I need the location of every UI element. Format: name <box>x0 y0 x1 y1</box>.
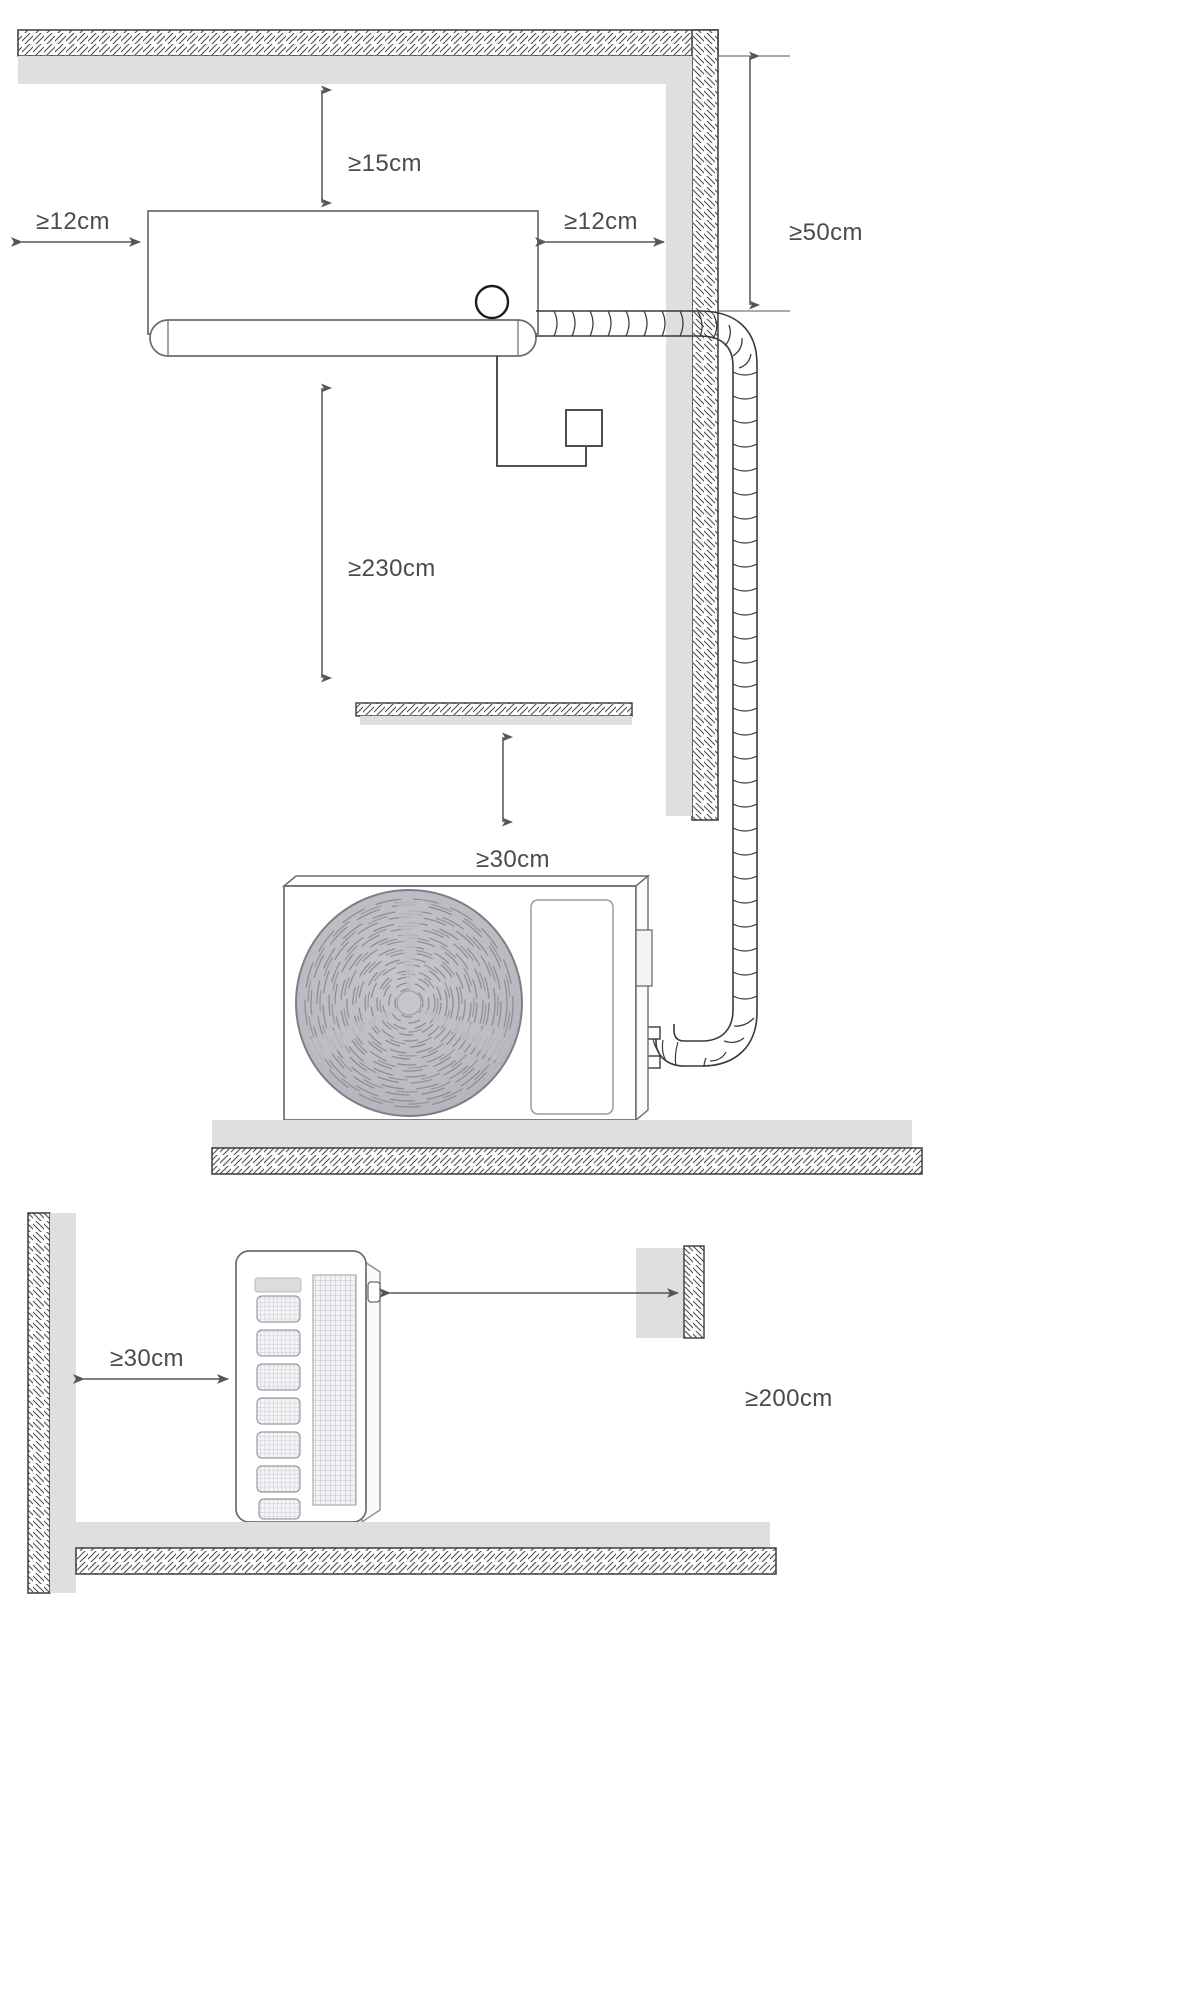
indoor-unit <box>147 210 539 357</box>
fan-grille <box>295 889 523 1117</box>
sensor-button <box>474 284 510 320</box>
dimension-lines-elevation <box>11 51 790 827</box>
dimension-label-floor-clearance: ≥230cm <box>348 555 436 582</box>
dimension-label-front-clearance: ≥200cm <box>745 1385 833 1412</box>
opposite-wall-stub <box>636 1245 705 1339</box>
dimension-label-right-clearance: ≥12cm <box>564 208 638 235</box>
ceiling-slab <box>17 29 719 84</box>
junction-box <box>565 409 603 447</box>
dimension-label-left-clearance: ≥12cm <box>36 208 110 235</box>
protective-awning <box>355 702 633 725</box>
dimension-label-top-clearance: ≥15cm <box>348 150 422 177</box>
outdoor-unit <box>281 874 653 1122</box>
dimension-lines-plan <box>73 1288 679 1384</box>
corrugated-refrigerant-hose <box>536 310 758 1068</box>
condenser-mesh-panel <box>312 1274 357 1506</box>
dimension-label-wall-height-clearance: ≥50cm <box>789 219 863 246</box>
drain-pipe <box>496 356 587 467</box>
valve-cover <box>635 929 653 987</box>
dimension-label-awning-clearance: ≥30cm <box>476 846 550 873</box>
air-outlet-louver <box>149 319 537 357</box>
louver-tiles <box>256 1295 301 1520</box>
outdoor-unit-plan <box>235 1250 381 1524</box>
dimension-label-wall-side-clearance: ≥30cm <box>110 1345 184 1372</box>
floor-slab <box>211 1120 923 1175</box>
plan-view <box>27 1212 777 1594</box>
service-panel <box>530 899 614 1115</box>
floor-slab-plan <box>50 1522 777 1575</box>
right-wall <box>666 29 719 821</box>
elevation-view <box>11 29 923 1175</box>
display-strip <box>254 1277 302 1293</box>
